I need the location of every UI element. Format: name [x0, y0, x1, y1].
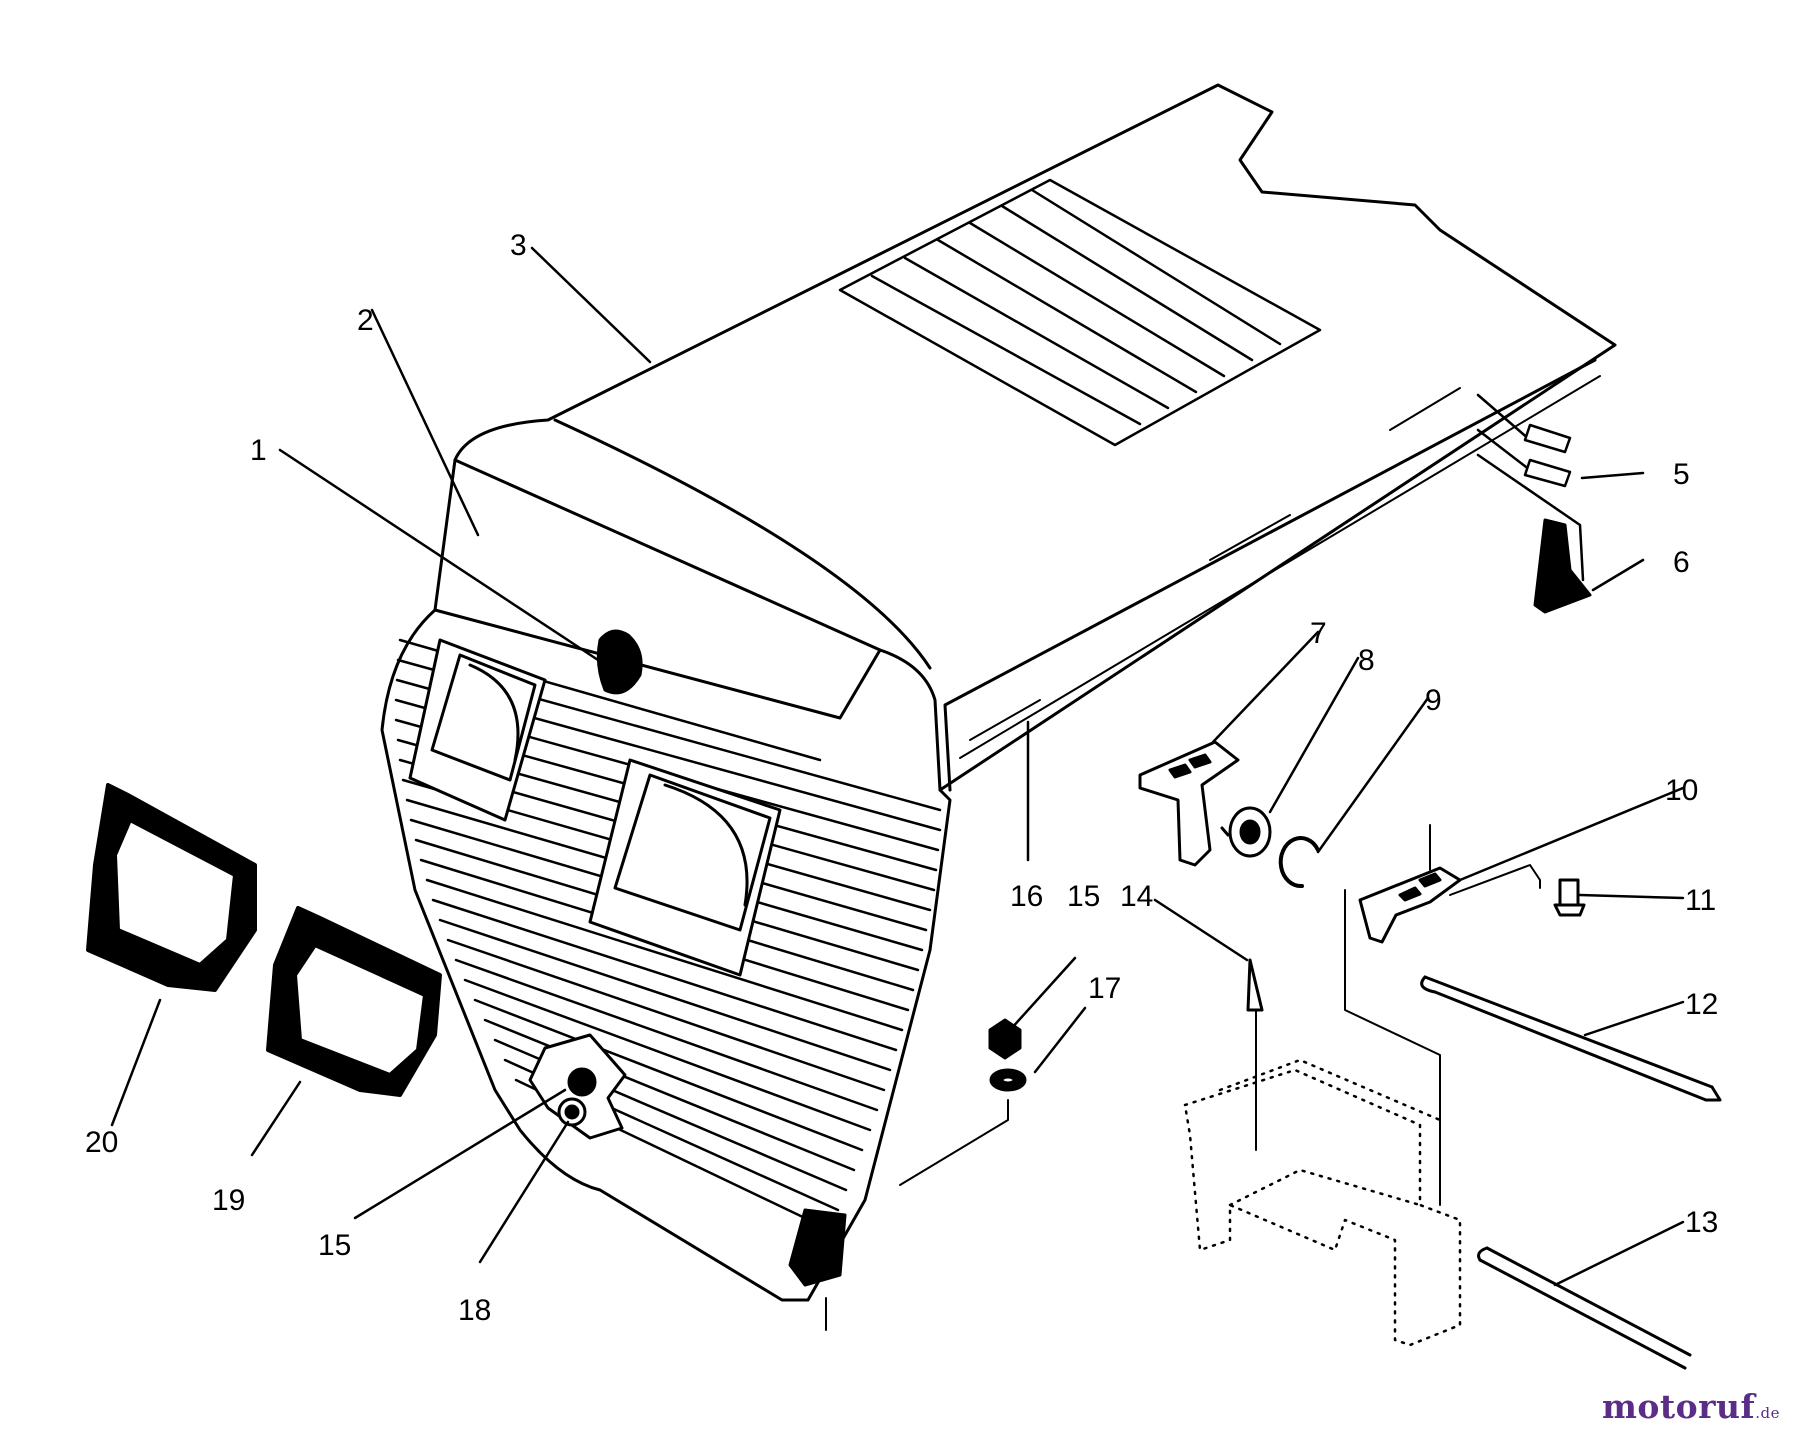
watermark-name: motoruf	[1601, 1387, 1756, 1426]
mount-leader	[899, 1099, 1009, 1186]
callout-19: 19	[212, 1184, 245, 1217]
washer-17	[989, 1068, 1027, 1092]
callout-15-side: 15	[1067, 880, 1100, 913]
nut-15-side	[988, 1018, 1022, 1060]
callout-16: 16	[1010, 880, 1043, 913]
callout-14: 14	[1120, 880, 1153, 913]
callout-13: 13	[1685, 1206, 1718, 1239]
headlight-lens-19	[266, 906, 442, 1097]
front-bracket-plate	[528, 1033, 627, 1140]
cotter-pin-14	[1246, 958, 1264, 1151]
hinge-bracket-10	[1344, 824, 1541, 1206]
callout-3: 3	[510, 229, 527, 262]
callout-17: 17	[1088, 972, 1121, 1005]
callout-11: 11	[1685, 884, 1716, 917]
bushing-8	[1220, 806, 1272, 858]
callout-6: 6	[1673, 546, 1690, 579]
callout-15-front: 15	[318, 1229, 351, 1262]
bolt-11	[1553, 878, 1586, 917]
rod-13	[1477, 1246, 1692, 1370]
hood-clip	[1533, 518, 1592, 614]
clip-ring-9	[1278, 836, 1320, 889]
callout-20: 20	[85, 1126, 118, 1159]
callout-18: 18	[458, 1294, 491, 1327]
hood-pins	[1476, 393, 1585, 582]
headlight-left	[408, 638, 547, 822]
callout-leaders	[110, 246, 1685, 1287]
callout-9: 9	[1425, 684, 1442, 717]
headlight-lens-20	[86, 783, 257, 992]
watermark-logo: motoruf.de	[1602, 1387, 1780, 1426]
callout-8: 8	[1358, 644, 1375, 677]
callout-12: 12	[1685, 988, 1718, 1021]
callout-2: 2	[357, 304, 374, 337]
hinge-bracket-7	[1138, 740, 1240, 867]
rod-12	[1420, 975, 1722, 1102]
callout-numbers: 1 2 3 5 6 7 8 9 10 11 12 13 14 15 16 17 …	[85, 229, 1718, 1327]
hood-vents	[838, 178, 1322, 447]
watermark-tld: .de	[1755, 1404, 1780, 1422]
callout-1: 1	[250, 434, 267, 467]
frame-bracket-dotted	[1183, 1058, 1462, 1347]
callout-5: 5	[1673, 458, 1690, 491]
callout-7: 7	[1310, 617, 1327, 650]
hood	[380, 83, 1617, 1302]
headlight-right	[588, 758, 782, 977]
hood-emblem	[596, 629, 643, 695]
callout-10: 10	[1665, 774, 1698, 807]
hood-latch	[788, 1208, 847, 1331]
